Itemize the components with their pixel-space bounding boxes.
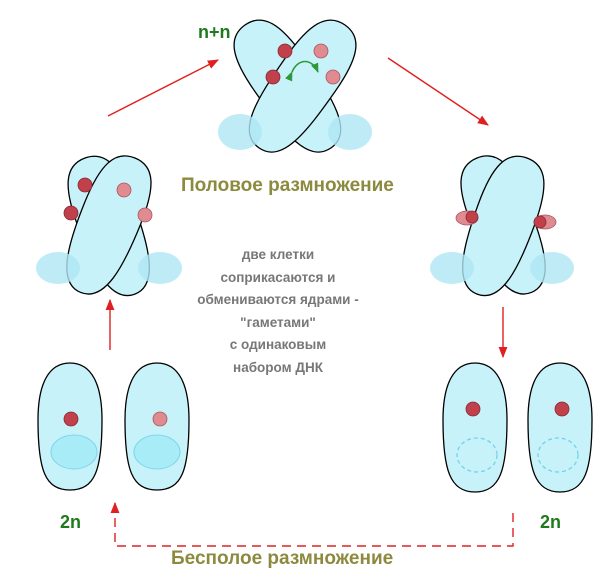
left-pair-nucleus-3 <box>64 206 78 220</box>
left-pair-macronucleus-b <box>138 252 182 284</box>
top-cell-pair <box>218 8 372 165</box>
left-pair-nucleus-2 <box>117 183 131 197</box>
right-pair-macronucleus-b <box>530 252 574 284</box>
right-cell-pair <box>430 147 574 305</box>
right-pair-macronucleus-a <box>430 252 474 284</box>
bottom-left-macronucleus-a <box>51 435 97 469</box>
bottom-left-cells <box>38 363 189 490</box>
top-right-macronucleus <box>328 114 372 150</box>
bottom-left-cell-b <box>125 363 189 490</box>
bottom-left-nucleus-a <box>64 412 78 426</box>
title-asexual-reproduction: Бесполое размножение <box>168 548 396 570</box>
label-bottom-right-ploidy: 2n <box>540 512 561 533</box>
top-nucleus-1 <box>278 44 292 58</box>
top-nucleus-3 <box>266 70 280 84</box>
bottom-left-macronucleus-b <box>134 435 180 469</box>
top-nucleus-4 <box>326 70 340 84</box>
left-pair-nucleus-4 <box>138 208 152 222</box>
right-pair-nucleus-red-2 <box>534 216 546 228</box>
top-left-macronucleus <box>218 114 262 150</box>
description-line: две клетки <box>188 244 368 267</box>
description-line: соприкасаются и <box>188 267 368 290</box>
bottom-right-nucleus-b <box>555 402 569 416</box>
description-line: "гаметами" <box>188 312 368 335</box>
right-pair-nucleus-red-1 <box>466 211 478 223</box>
left-pair-macronucleus-a <box>36 252 80 284</box>
description-line: обмениваются ядрами - <box>188 289 368 312</box>
bottom-right-cell-a <box>443 363 507 492</box>
bottom-right-cell-b <box>528 363 592 492</box>
left-pair-nucleus-1 <box>78 178 92 192</box>
title-sexual-reproduction: Половое размножение <box>181 175 394 197</box>
left-cell-pair <box>36 147 182 305</box>
bottom-left-nucleus-b <box>153 412 167 426</box>
bottom-right-cells <box>443 363 592 492</box>
description-line: с одинаковым <box>188 334 368 357</box>
description-line: набором ДНК <box>188 357 368 380</box>
label-top-ploidy: n+n <box>198 22 231 43</box>
arrow-left-to-top <box>108 60 218 116</box>
bottom-left-cell-a <box>38 363 102 490</box>
bottom-right-nucleus-a <box>466 402 480 416</box>
top-nucleus-2 <box>314 44 328 58</box>
asexual-dashed-arrow <box>115 503 513 546</box>
description-text: две клетки соприкасаются и обмениваются … <box>188 244 368 379</box>
arrow-top-to-right <box>388 58 488 125</box>
label-bottom-left-ploidy: 2n <box>60 512 81 533</box>
